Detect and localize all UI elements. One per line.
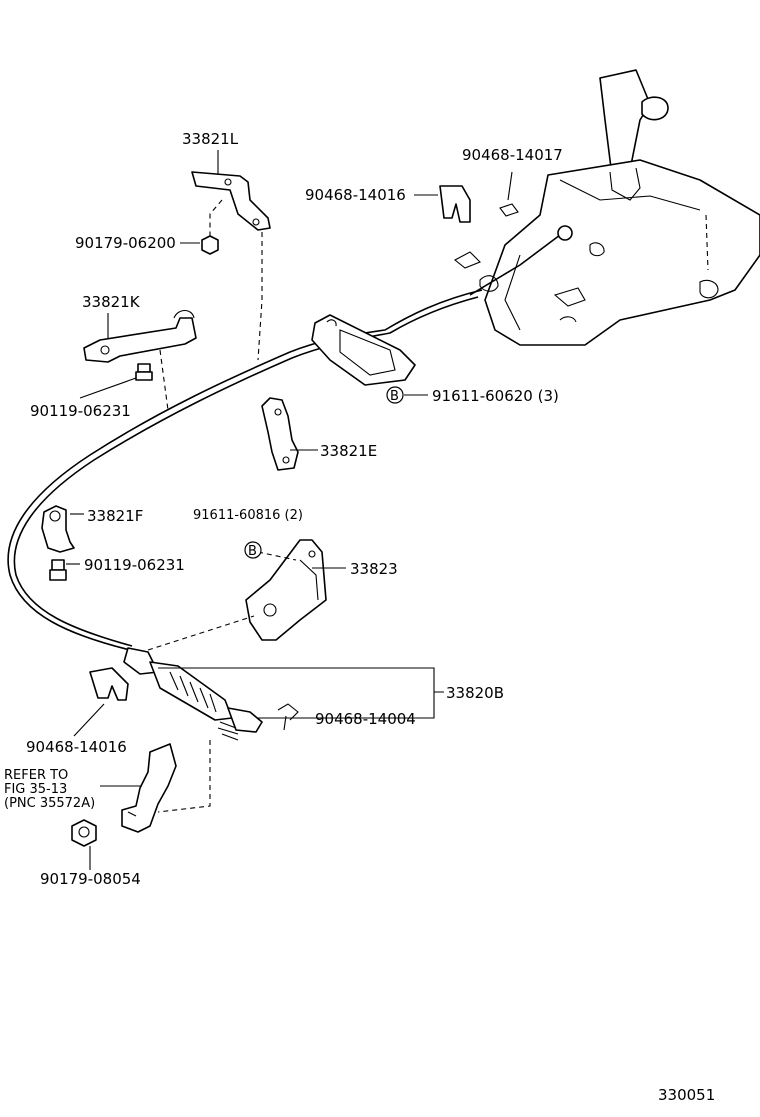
- nut-90179-06200: [201, 235, 219, 255]
- label-90119-06231-mid: 90119-06231: [84, 556, 185, 574]
- bracket-33821E: [261, 397, 299, 471]
- label-33823: 33823: [350, 560, 398, 578]
- bolt-90119-06231-mid: [49, 559, 67, 581]
- shift-lever-bracket: [121, 740, 211, 833]
- label-90468-14016-bottom: 90468-14016: [26, 738, 127, 756]
- clip-90468-14016-top: [439, 185, 471, 223]
- figure-number: 330051: [658, 1086, 715, 1104]
- label-90468-14016-top: 90468-14016: [305, 186, 406, 204]
- label-90119-06231-top: 90119-06231: [30, 402, 131, 420]
- label-91611-60620: 91611-60620 (3): [432, 387, 559, 405]
- refer-line-2: FIG 35-13: [4, 782, 67, 797]
- clip-90468-14004: [277, 703, 299, 731]
- leader-lines: [66, 150, 444, 870]
- bolt-marker-mid: B: [244, 541, 262, 559]
- clip-90468-14016-bottom: [89, 667, 129, 701]
- label-33821F: 33821F: [87, 507, 143, 525]
- bolt-marker-top: B: [386, 386, 404, 404]
- nut-90179-08054: [71, 819, 97, 847]
- label-90179-06200: 90179-06200: [75, 234, 176, 252]
- shift-lever-assembly: [454, 69, 760, 346]
- label-91611-60816: 91611-60816 (2): [193, 508, 303, 523]
- shift-cable: [7, 289, 483, 651]
- refer-line-1: REFER TO: [4, 768, 68, 783]
- callout-labels: 33821L 90468-14017 90468-14016 90179-062…: [4, 130, 715, 1104]
- bracket-33821K: [83, 309, 197, 411]
- label-90468-14017: 90468-14017: [462, 146, 563, 164]
- label-33820B: 33820B: [446, 684, 504, 702]
- bolt-marker-letter: B: [390, 389, 399, 404]
- bracket-33821F: [41, 505, 75, 553]
- bolt-90119-06231-top: [135, 363, 153, 381]
- label-90468-14004: 90468-14004: [315, 710, 416, 728]
- cable-end-assembly: [123, 647, 263, 741]
- label-33821E: 33821E: [320, 442, 377, 460]
- label-33821K: 33821K: [82, 293, 141, 311]
- bolt-marker-letter: B: [248, 544, 257, 559]
- bracket-33821L: [191, 171, 271, 361]
- bracket-33823: [147, 539, 327, 651]
- refer-line-3: (PNC 35572A): [4, 796, 95, 811]
- pin-90468-14017: [499, 171, 519, 217]
- label-33821L: 33821L: [182, 130, 239, 148]
- label-90179-08054: 90179-08054: [40, 870, 141, 888]
